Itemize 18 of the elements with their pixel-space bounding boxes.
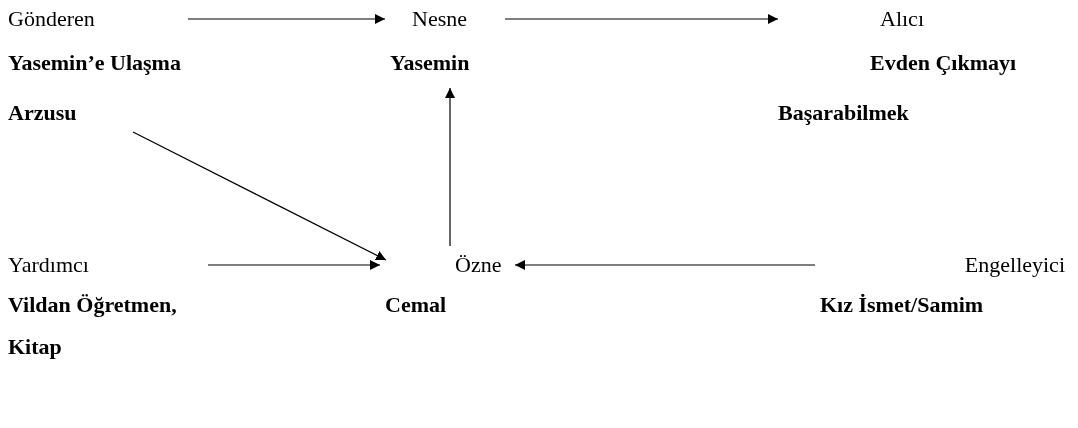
role-label: Alıcı	[880, 6, 924, 31]
arrow	[132, 131, 387, 261]
actant-name: Cemal	[385, 292, 447, 317]
role-label: Özne	[455, 252, 502, 277]
actant-name: Yasemin’e Ulaşma Arzusu	[8, 50, 181, 125]
arrow	[445, 87, 455, 247]
arrow	[514, 260, 816, 270]
role-label: Gönderen	[8, 6, 95, 31]
actant-name: Kız İsmet/Samim	[820, 292, 984, 317]
actant-name: Yasemin	[390, 50, 470, 75]
actant-name: Vildan Öğretmen, Kitap	[8, 292, 177, 359]
arrow	[504, 14, 779, 24]
role-label: Engelleyici	[964, 252, 1065, 277]
role-label: Yardımcı	[8, 252, 89, 277]
arrow	[207, 260, 381, 270]
actant-name: Evden Çıkmayı Başarabilmek	[778, 50, 1017, 125]
arrow	[187, 14, 386, 24]
role-label: Nesne	[412, 6, 467, 31]
